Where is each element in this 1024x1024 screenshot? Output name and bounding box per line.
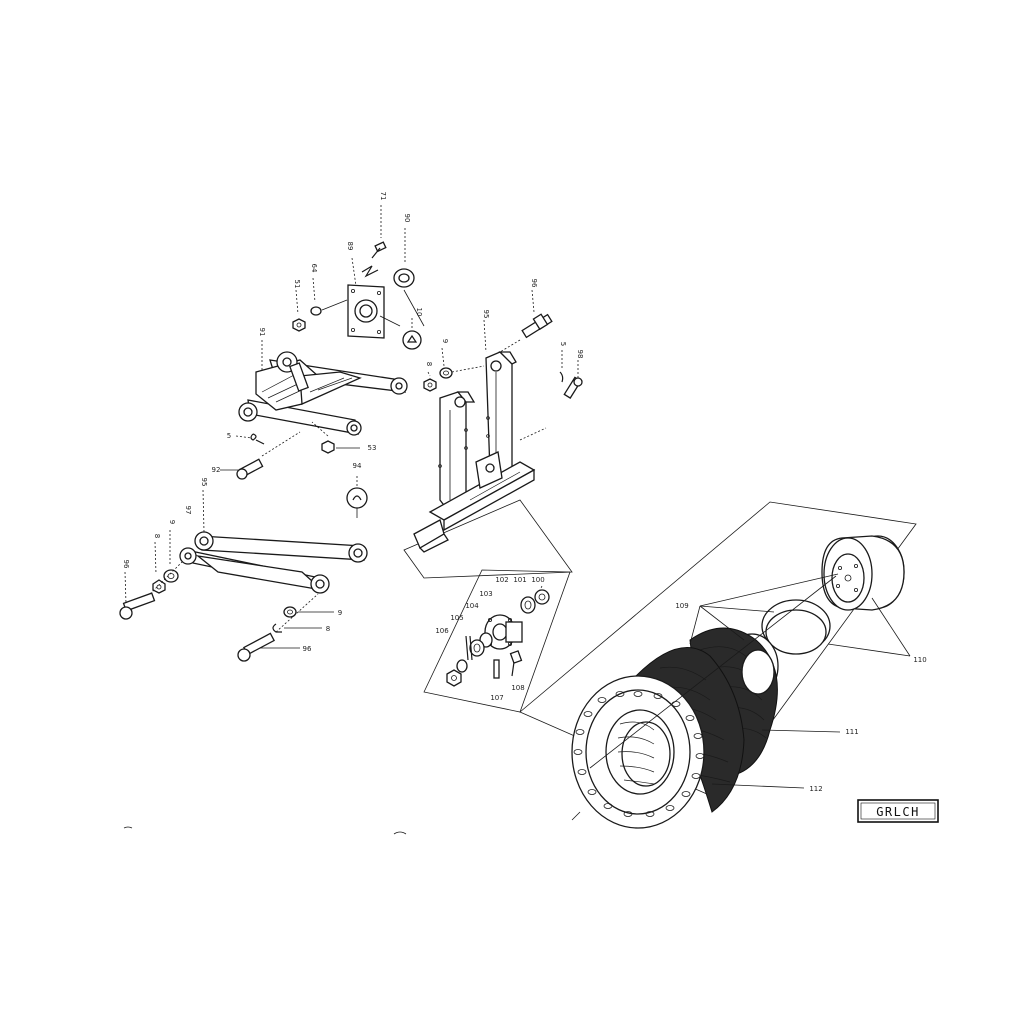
part-97-lower-arm [179, 489, 368, 594]
callout-90: 90 [403, 214, 411, 223]
callout-5-left: 5 [227, 432, 231, 440]
part-5-cotter-pin-right [559, 350, 564, 383]
callout-92: 92 [212, 466, 221, 474]
part-8-nut-lower [272, 623, 322, 633]
part-9-washer-left [163, 530, 179, 583]
part-89-bearing-plate [347, 257, 385, 339]
part-5-cotter-pin-left [235, 433, 265, 445]
callout-98: 98 [576, 350, 584, 359]
callout-labels: 71 90 89 64 51 10 91 96 95 9 8 5 98 5 53… [122, 192, 927, 793]
part-9-washer-lower [283, 606, 334, 618]
callout-107: 107 [490, 694, 503, 702]
part-9-washer-upper [439, 347, 485, 379]
callout-89: 89 [346, 242, 354, 251]
callout-64: 64 [310, 264, 318, 273]
callout-8-upper: 8 [425, 362, 433, 366]
part-94-grease-fitting [346, 476, 368, 518]
part-96-bolt-lower [237, 593, 319, 662]
part-8-nut-upper [423, 371, 437, 392]
callout-96-lower: 96 [303, 645, 312, 653]
callout-110: 110 [913, 656, 926, 664]
callout-91: 91 [258, 328, 266, 337]
callout-95-upper: 95 [482, 310, 490, 319]
callout-96-upper: 96 [530, 279, 538, 288]
part-95-frame-post [403, 319, 573, 579]
part-96-bolt-upper [499, 289, 553, 353]
part-98-pin [563, 360, 583, 399]
stray-mark-3 [571, 811, 581, 821]
callout-9-left: 9 [168, 520, 176, 524]
callout-9-lower: 9 [338, 609, 342, 617]
part-112-tyre [571, 675, 705, 829]
callout-102: 102 [495, 576, 508, 584]
spring-link [361, 265, 379, 278]
callout-103: 103 [479, 590, 492, 598]
part-110-wheel-rim [821, 535, 905, 611]
callout-53: 53 [368, 444, 377, 452]
callout-5-right: 5 [559, 342, 567, 346]
callout-112: 112 [809, 785, 822, 793]
callout-100: 100 [531, 576, 544, 584]
callout-108: 108 [511, 684, 524, 692]
part-53-nut [311, 421, 360, 454]
part-90-flange-bearing [393, 228, 415, 288]
part-92-pin [220, 431, 301, 480]
callout-96-left: 96 [122, 560, 130, 569]
callout-95-lower: 95 [200, 478, 208, 487]
part-96-bolt-left [119, 559, 185, 620]
stray-mark-1 [123, 826, 133, 829]
stray-mark-2 [393, 831, 407, 835]
callout-94: 94 [353, 462, 362, 470]
hub-assembly-group [423, 569, 571, 713]
rim-band [761, 599, 831, 655]
callout-104: 104 [465, 602, 479, 610]
callout-109: 109 [675, 602, 688, 610]
top-bracket-group [292, 205, 425, 350]
part-10-grease-fitting [379, 289, 425, 350]
part-51-nut [292, 289, 306, 332]
callout-105: 105 [450, 614, 463, 622]
callout-71: 71 [379, 192, 387, 201]
callout-51: 51 [293, 280, 301, 289]
callout-97: 97 [184, 506, 192, 515]
drawing-code-box: GRLCH [857, 799, 939, 823]
callout-106: 106 [435, 627, 449, 635]
callout-8-left: 8 [153, 534, 161, 538]
callout-101: 101 [513, 576, 526, 584]
drawing-code: GRLCH [876, 805, 920, 819]
part-8-nut-left [152, 541, 166, 594]
part-71-bolt [371, 205, 387, 259]
callout-111: 111 [845, 728, 858, 736]
callout-9-upper: 9 [441, 339, 449, 343]
callout-8-lower: 8 [326, 625, 330, 633]
part-64-washer [310, 277, 348, 316]
callout-10: 10 [415, 308, 423, 317]
wheel-assembly-group [519, 501, 917, 829]
part-91-upper-arm-assembly [238, 340, 408, 436]
